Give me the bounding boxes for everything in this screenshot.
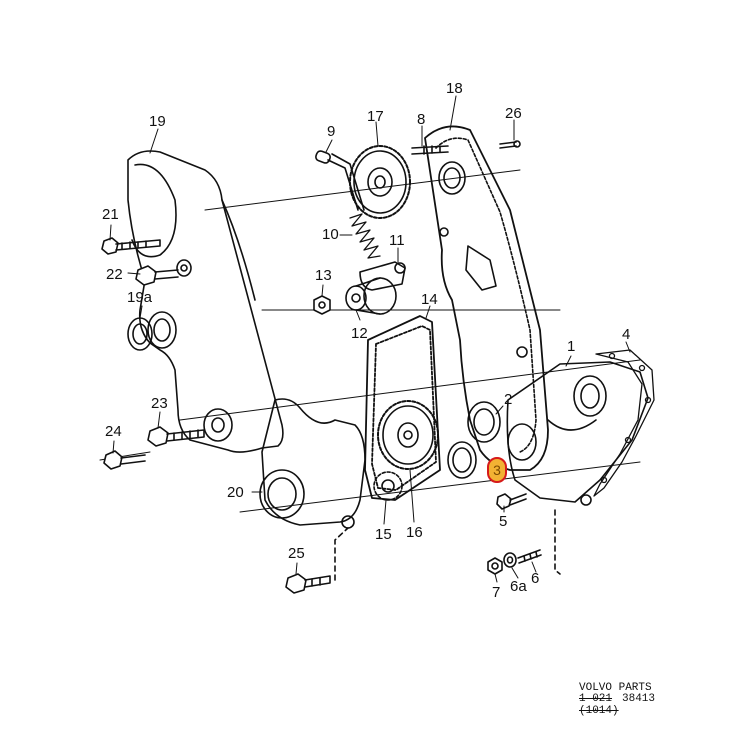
callout-10: 10 xyxy=(322,226,339,243)
oil-pump-housing-1 xyxy=(506,361,649,506)
callout-17: 17 xyxy=(367,108,384,125)
callout-8: 8 xyxy=(417,111,426,128)
callout-25: 25 xyxy=(288,545,305,562)
gasket-4 xyxy=(593,349,655,497)
bolt-21 xyxy=(101,237,161,255)
callout-16: 16 xyxy=(406,524,423,541)
footer-code-c: (1014) xyxy=(579,705,619,717)
small-gear-15 xyxy=(373,471,403,501)
bolt-23 xyxy=(147,426,205,447)
camshaft-sprocket-17 xyxy=(349,145,411,219)
callout-2: 2 xyxy=(504,391,513,408)
tensioner-bracket-11 xyxy=(359,261,406,291)
stud-8 xyxy=(411,145,449,155)
timing-belt-14 xyxy=(364,315,441,501)
outer-timing-cover-19 xyxy=(127,150,284,453)
callout-18: 18 xyxy=(446,80,463,97)
callout-22: 22 xyxy=(106,266,123,283)
callout-6: 6 xyxy=(531,570,540,587)
seal-3 xyxy=(447,441,477,479)
dashed-link-25 xyxy=(334,527,349,581)
callout-7: 7 xyxy=(492,584,501,601)
callout-12: 12 xyxy=(351,325,368,342)
bolt-25 xyxy=(285,573,331,594)
callout-9: 9 xyxy=(327,123,336,140)
tensioner-pulley-12 xyxy=(345,277,397,315)
callout-21: 21 xyxy=(102,206,119,223)
crankshaft-sprocket-16 xyxy=(377,400,439,470)
callout-11: 11 xyxy=(389,232,405,249)
tensioner-rod-9 xyxy=(315,150,365,211)
callout-15: 15 xyxy=(375,526,392,543)
footer-brand: VOLVO PARTS xyxy=(579,682,652,694)
bolt-22 xyxy=(135,259,192,286)
callout-4: 4 xyxy=(622,326,631,343)
callout-23: 23 xyxy=(151,395,168,412)
leader-lines xyxy=(109,95,631,583)
lower-cover-20 xyxy=(259,398,366,529)
nut-7 xyxy=(487,557,503,575)
callout-20: 20 xyxy=(227,484,244,501)
screw-26 xyxy=(499,140,521,149)
callout-6a: 6a xyxy=(510,578,527,595)
spring-10 xyxy=(349,213,381,259)
footer-code-b: 38413 xyxy=(622,693,656,705)
callout-3-highlighted[interactable]: 3 xyxy=(487,457,507,483)
callout-5: 5 xyxy=(499,513,508,530)
callout-13: 13 xyxy=(315,267,332,284)
footer-code-a: 1 021 xyxy=(579,693,613,705)
callout-1: 1 xyxy=(567,338,576,355)
inner-cover-18 xyxy=(424,125,549,471)
callout-14: 14 xyxy=(421,291,438,308)
washer-6a xyxy=(503,552,517,568)
callout-26: 26 xyxy=(505,105,522,122)
stud-6 xyxy=(517,549,542,564)
callout-24: 24 xyxy=(105,423,122,440)
bolt-5 xyxy=(496,493,527,510)
seal-2 xyxy=(467,401,501,443)
reference-lines xyxy=(99,169,641,513)
callout-19a: 19a xyxy=(127,289,153,306)
nut-13 xyxy=(313,295,331,315)
callout-19: 19 xyxy=(149,113,166,130)
dashed-link-6 xyxy=(554,509,561,575)
bolt-24 xyxy=(103,450,146,470)
